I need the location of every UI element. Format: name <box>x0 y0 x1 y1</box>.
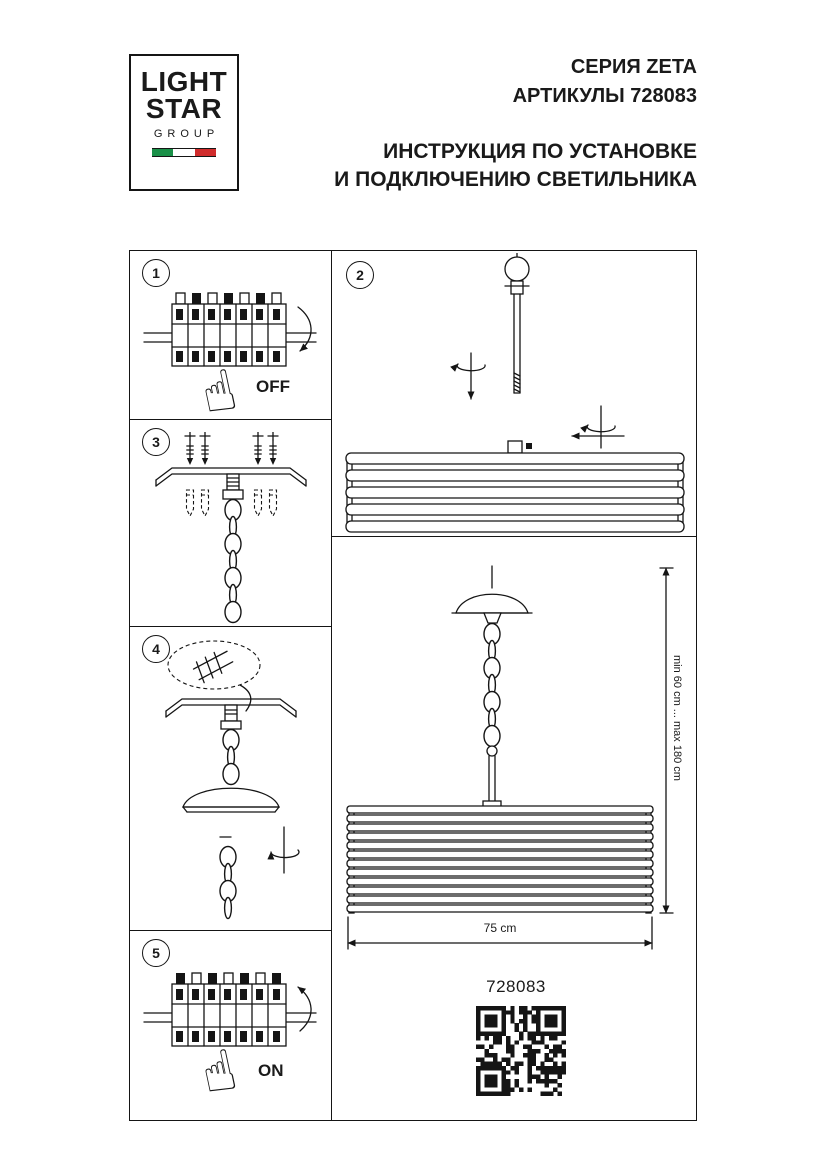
height-range-label: min 60 cm ... max 180 cm <box>671 655 683 781</box>
screw-icon <box>267 432 279 466</box>
instruction-title-line2: И ПОДКЛЮЧЕНИЮ СВЕТИЛЬНИКА <box>334 167 697 191</box>
logo-group-text: GROUP <box>153 127 220 140</box>
instruction-title-line1: ИНСТРУКЦИЯ ПО УСТАНОВКЕ <box>383 140 697 163</box>
step-2-badge: 2 <box>346 261 374 289</box>
chain <box>219 845 237 920</box>
circuit-breaker-off-figure: ☝ <box>143 292 317 417</box>
series-title: СЕРИЯ ZETA <box>570 56 697 78</box>
step-5-panel: 5 ☝ ON <box>129 930 332 1121</box>
off-label: OFF <box>256 377 290 396</box>
switch-up-arrow-icon <box>297 986 312 1032</box>
rotation-arrow-icon <box>450 363 486 372</box>
overview-panel: min 60 cm ... max 180 cm 75 cm 728083 <box>331 536 697 1121</box>
rotation-arrow-icon <box>267 849 300 860</box>
qr-code <box>476 1006 567 1097</box>
screw-icon <box>184 432 196 466</box>
step-5-badge: 5 <box>142 939 170 967</box>
flag-red-segment <box>194 147 216 157</box>
logo-star-text: STAR <box>145 93 223 125</box>
articles-title: АРТИКУЛЫ 728083 <box>512 85 697 107</box>
step-4-panel: 4 <box>129 626 332 931</box>
flag-green-segment <box>152 147 174 157</box>
lightstar-logo: LIGHT STAR GROUP <box>129 54 239 191</box>
detail-magnifier-icon <box>167 640 261 690</box>
document-header: СЕРИЯ ZETA АРТИКУЛЫ 728083 ИНСТРУКЦИЯ ПО… <box>300 56 697 193</box>
on-label: ON <box>258 1061 284 1080</box>
drum-shade <box>346 805 654 913</box>
rod-assembly-figure <box>345 253 685 533</box>
flag-white-segment <box>173 147 195 157</box>
assembled-lamp-figure <box>346 565 674 950</box>
screw-detail <box>192 650 234 684</box>
wall-anchor-icon <box>268 489 278 517</box>
chain <box>222 728 240 786</box>
canopy <box>182 787 280 808</box>
italy-flag <box>152 147 216 157</box>
rotation-arrow-icon <box>580 424 616 433</box>
chain <box>483 622 501 748</box>
canopy-install-figure <box>165 640 300 920</box>
drum-shade <box>345 452 685 533</box>
hanging-ring <box>504 256 530 282</box>
width-label: 75 cm <box>483 921 517 935</box>
wall-anchor-icon <box>185 489 195 517</box>
screw-icon <box>199 432 211 466</box>
step-1-panel: 1 ☝ OFF <box>129 250 332 420</box>
wall-anchor-icon <box>200 489 210 517</box>
step-4-badge: 4 <box>142 635 170 663</box>
step-2-panel: 2 <box>331 250 697 537</box>
step-3-panel: 3 <box>129 419 332 627</box>
canopy <box>455 593 529 614</box>
switch-down-arrow-icon <box>297 306 312 352</box>
step-1-badge: 1 <box>142 259 170 287</box>
grub-screw <box>526 443 532 449</box>
circuit-breaker-on-figure: ☝ <box>143 972 317 1097</box>
logo-light-text: LIGHT <box>140 66 228 97</box>
step-3-badge: 3 <box>142 428 170 456</box>
article-number: 728083 <box>486 977 546 996</box>
screw-icon <box>252 432 264 466</box>
chain <box>224 498 242 624</box>
ceiling-mount-figure <box>155 432 307 624</box>
wall-anchor-icon <box>253 489 263 517</box>
instruction-title: ИНСТРУКЦИЯ ПО УСТАНОВКЕ И ПОДКЛЮЧЕНИЮ СВ… <box>300 138 697 193</box>
